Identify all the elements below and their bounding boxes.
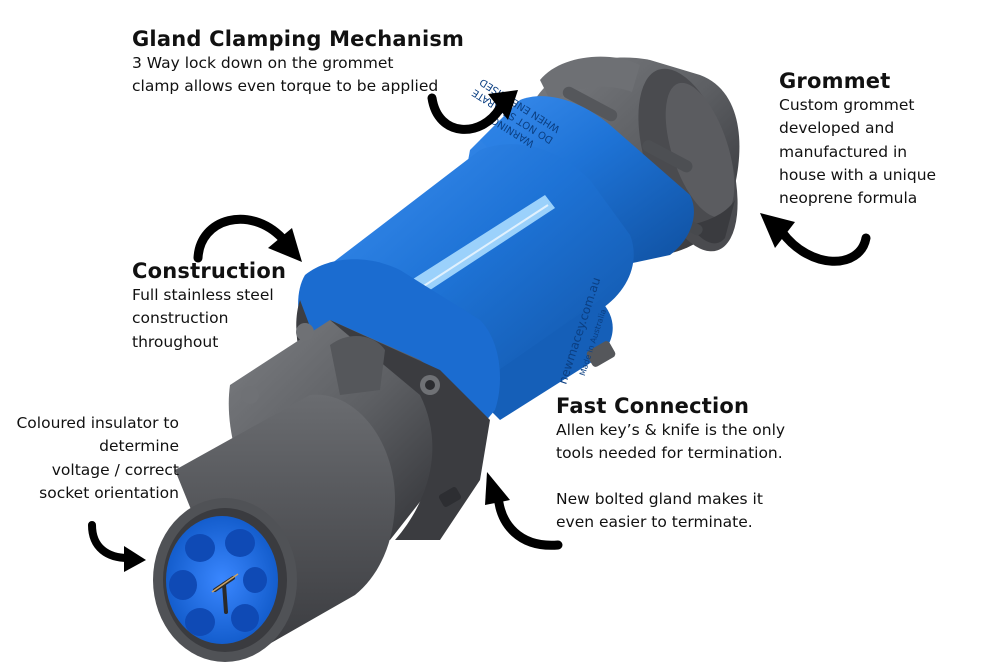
callout-text: Coloured insulator to determine voltage … xyxy=(16,414,179,502)
callout-gland-clamping: Gland Clamping Mechanism 3 Way lock down… xyxy=(132,27,464,99)
arrow-gland xyxy=(427,90,518,134)
coloured-insulator xyxy=(166,516,278,644)
callout-text-secondary: New bolted gland makes it even easier to… xyxy=(556,489,763,531)
arrow-insulator xyxy=(88,521,146,572)
callout-text: Custom grommet developed and manufacture… xyxy=(779,96,937,208)
arrow-grommet xyxy=(760,213,871,266)
callout-title: Gland Clamping Mechanism xyxy=(132,27,465,51)
callout-title: Fast Connection xyxy=(556,394,750,418)
arrow-construction xyxy=(193,214,302,263)
callout-grommet: Grommet Custom grommet developed and man… xyxy=(779,69,936,210)
callout-fast-connection: Fast Connection Allen key’s & knife is t… xyxy=(556,394,785,534)
callout-construction: Construction Full stainless steel constr… xyxy=(132,259,286,354)
callout-text: 3 Way lock down on the grommet clamp all… xyxy=(132,54,439,96)
callout-text: Allen key’s & knife is the only tools ne… xyxy=(556,421,786,463)
callout-title: Grommet xyxy=(779,69,891,93)
callout-insulator: Coloured insulator to determine voltage … xyxy=(16,412,179,505)
arrow-fast-connection xyxy=(485,472,563,550)
callout-text: Full stainless steel construction throug… xyxy=(132,286,274,351)
callout-title: Construction xyxy=(132,259,287,283)
